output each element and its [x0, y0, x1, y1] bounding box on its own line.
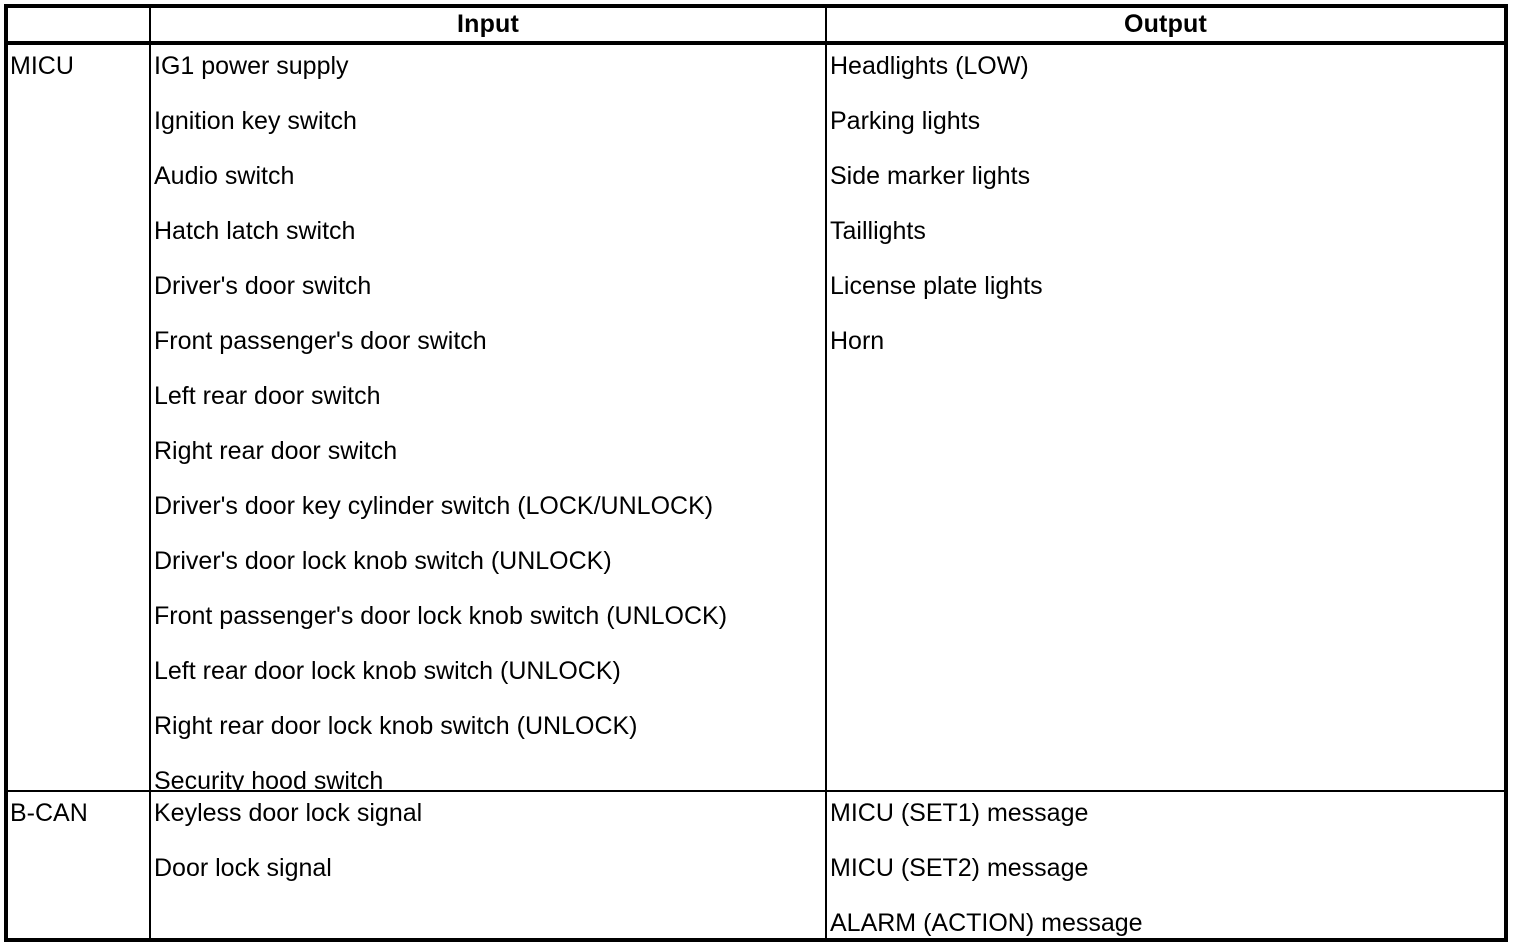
header-output-cell: Output [827, 8, 1504, 45]
micu-row-header-cell: MICU [8, 45, 151, 792]
micu-row-label: MICU [10, 52, 74, 80]
table-cell-line: Left rear door switch [154, 382, 381, 410]
table-cell-line: Driver's door key cylinder switch (LOCK/… [154, 492, 714, 520]
table-cell-line: Driver's door lock knob switch (UNLOCK) [154, 547, 612, 575]
table-cell-line: Right rear door lock knob switch (UNLOCK… [154, 712, 638, 740]
header-corner-cell [8, 8, 151, 45]
table-cell-line: Headlights (LOW) [830, 52, 1029, 80]
header-input-label: Input [456, 10, 520, 38]
table-cell-line: MICU (SET1) message [830, 799, 1089, 827]
bcan-row-label: B-CAN [10, 799, 88, 827]
table-cell-line: Security hood switch [154, 767, 384, 792]
table-cell-line: Parking lights [830, 107, 981, 135]
table-cell-line: Side marker lights [830, 162, 1031, 190]
table-cell-line: License plate lights [830, 272, 1043, 300]
table-cell-line: Front passenger's door lock knob switch … [154, 602, 728, 630]
table-cell-line: Door lock signal [154, 854, 332, 882]
table-cell-line: Ignition key switch [154, 107, 357, 135]
bcan-row-header-cell: B-CAN [8, 792, 151, 938]
table-cell-line: IG1 power supply [154, 52, 349, 80]
header-output-label: Output [1123, 10, 1208, 38]
table-cell-line: Hatch latch switch [154, 217, 356, 245]
table-cell-line: Keyless door lock signal [154, 799, 423, 827]
table-cell-line: Front passenger's door switch [154, 327, 487, 355]
table-cell-line: Audio switch [154, 162, 295, 190]
table-cell-line: ALARM (ACTION) message [830, 909, 1143, 937]
table-cell-line: Driver's door switch [154, 272, 372, 300]
table-cell-line: Right rear door switch [154, 437, 398, 465]
table-cell-line: Taillights [830, 217, 926, 245]
table-cell-line: Left rear door lock knob switch (UNLOCK) [154, 657, 621, 685]
header-input-cell: Input [151, 8, 827, 45]
table-cell-line: MICU (SET2) message [830, 854, 1089, 882]
table-cell-line: Horn [830, 327, 885, 355]
